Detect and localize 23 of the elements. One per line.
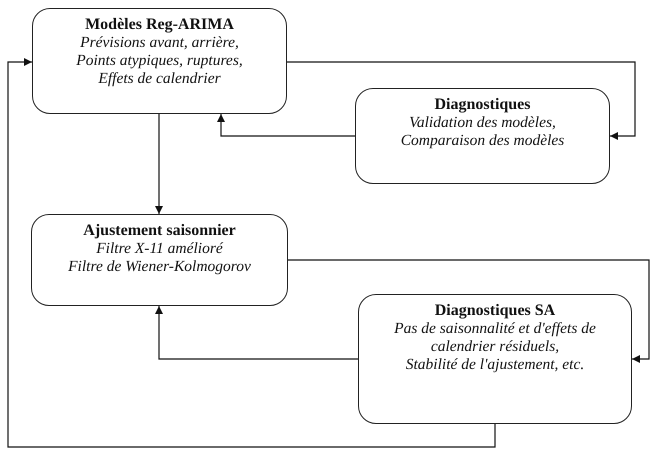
box-text: Prévisions avant, arrière, bbox=[80, 34, 239, 52]
box-heading: Modèles Reg-ARIMA bbox=[85, 15, 234, 34]
arrow bbox=[7, 58, 496, 448]
box-text: Pas de saisonnalité et d'effets de calendrier résiduels, bbox=[393, 320, 597, 356]
box-heading: Diagnostiques SA bbox=[434, 301, 556, 320]
arrow bbox=[287, 61, 636, 140]
box-text: Filtre X-11 amélioré bbox=[96, 240, 223, 258]
arrow bbox=[217, 114, 355, 137]
process-box bbox=[31, 214, 288, 306]
arrow bbox=[155, 114, 163, 214]
box-heading: Diagnostiques bbox=[434, 95, 531, 114]
box-text: Points atypiques, ruptures, bbox=[76, 52, 243, 70]
process-box bbox=[358, 294, 632, 424]
arrow bbox=[288, 259, 650, 363]
box-text: Validation des modèles, bbox=[409, 114, 556, 132]
process-box bbox=[355, 88, 610, 184]
box-text: Comparaison des modèles bbox=[400, 132, 564, 150]
box-text: Effets de calendrier bbox=[98, 70, 221, 88]
arrow bbox=[155, 306, 358, 360]
box-heading: Ajustement saisonnier bbox=[83, 221, 236, 240]
box-text: Filtre de Wiener-Kolmogorov bbox=[68, 258, 251, 276]
box-text: Stabilité de l'ajustement, etc. bbox=[406, 356, 584, 374]
process-box bbox=[32, 8, 287, 114]
